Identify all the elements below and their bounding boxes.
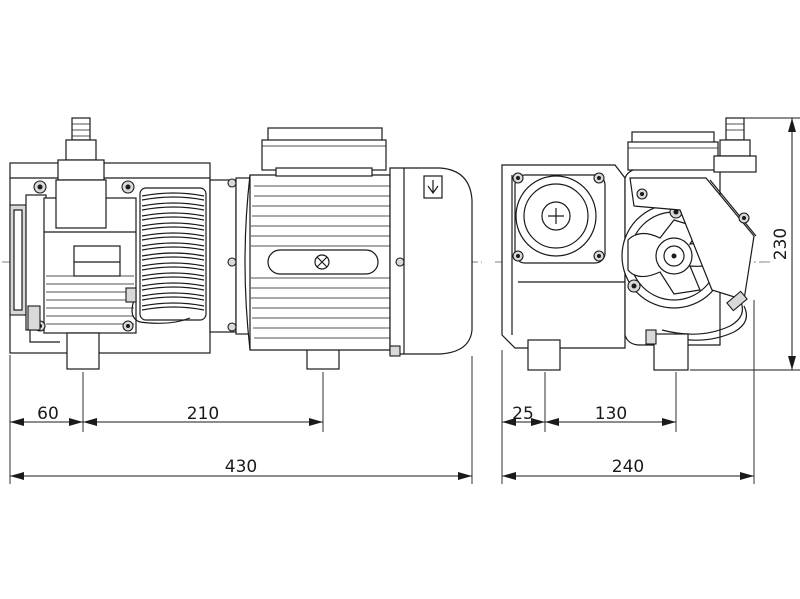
dim-label-25: 25 — [512, 404, 534, 424]
dim-label-240: 240 — [612, 457, 644, 477]
motor-body — [244, 174, 391, 351]
end-foot-left — [527, 339, 561, 371]
end-foot-right — [653, 333, 689, 371]
inlet-port — [55, 117, 107, 229]
exhaust-block — [629, 177, 755, 301]
dim-label-430: 430 — [225, 457, 257, 477]
dimension-lines — [9, 117, 800, 484]
cooling-coil — [125, 187, 207, 324]
side-view — [2, 117, 482, 370]
dim-label-60: 60 — [37, 404, 59, 424]
terminal-box — [261, 127, 387, 177]
dim-label-210: 210 — [187, 404, 219, 424]
fan-cover — [389, 167, 473, 357]
dim-label-130: 130 — [595, 404, 627, 424]
dim-label-230: 230 — [771, 228, 791, 260]
end-view — [495, 117, 770, 371]
pump-foot — [66, 332, 100, 370]
